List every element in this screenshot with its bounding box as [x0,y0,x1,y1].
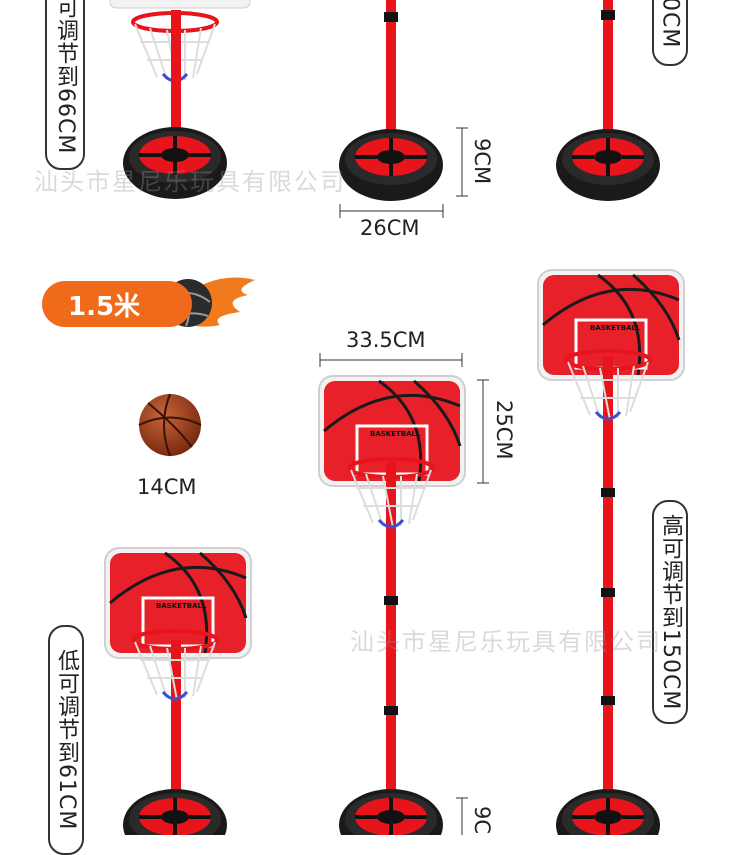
product-illustration [103,0,686,835]
board-height-label: 25CM [492,400,516,460]
ball-size-label: 14CM [137,475,197,499]
height-badge: 1.5米 [42,281,192,327]
base-height-label: 9CM [470,138,494,185]
hoop-left-low [103,546,253,835]
board-brand-text: BASKETBALL [590,324,641,332]
board-brand-text: BASKETBALL [156,602,207,610]
hoop-right-tall [536,268,686,835]
hoop-top-left [109,0,251,201]
stand-top-right [554,0,662,203]
watermark-bottom: 汕头市星尼乐玩具有限公司 [350,628,662,656]
hoop-middle [317,374,467,835]
range-label-low: 低可调节到61CM [48,625,84,855]
base-height-label-bottom: 9C [470,806,494,835]
badge-text: 1.5米 [68,291,141,322]
dimension-lines [319,127,489,835]
watermark-top: 汕头市星尼乐玩具有限公司 [34,168,346,196]
board-brand-text: BASKETBALL [370,430,421,438]
range-label-high: 高可调节到150CM [652,500,688,724]
basketball-image [138,393,202,457]
range-label-top-left: 可调节到66CM [45,0,85,170]
range-label-top-right: 0CM [652,0,688,66]
base-width-label: 26CM [360,216,420,240]
board-width-label: 33.5CM [346,328,426,352]
stand-top-middle [337,0,445,203]
